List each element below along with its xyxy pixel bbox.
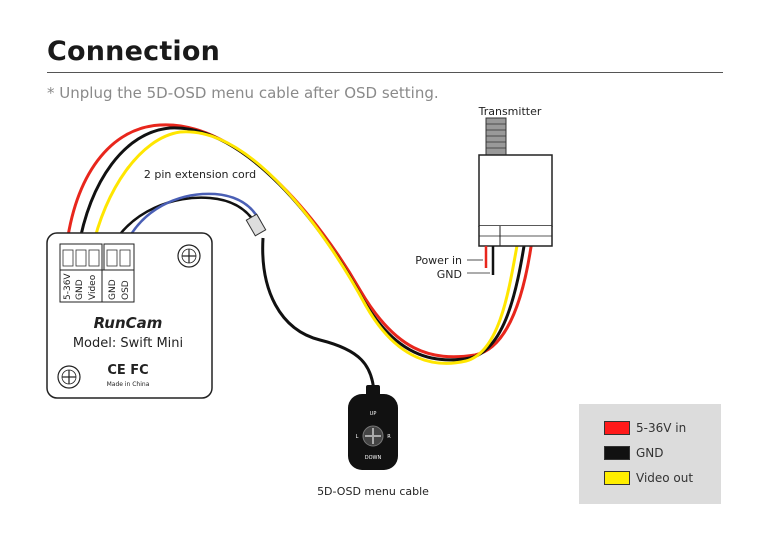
title-divider bbox=[47, 72, 723, 73]
transmitter-body bbox=[478, 154, 553, 227]
legend-item-power: 5-36V in bbox=[604, 419, 686, 437]
extension-cord-wires bbox=[108, 192, 376, 393]
osd-joystick: UP DOWN L R bbox=[348, 385, 398, 470]
camera-board: 5-36V GND Video GND OSD RunCam Model: Sw… bbox=[46, 232, 213, 399]
camera-brand-logo: RunCam bbox=[94, 314, 163, 332]
legend-swatch-red bbox=[604, 421, 630, 435]
pin-label-box bbox=[59, 269, 135, 303]
mount-screw-icon bbox=[177, 244, 201, 268]
mount-screw-icon bbox=[57, 365, 81, 389]
extension-connector bbox=[245, 213, 267, 237]
legend-swatch-yellow bbox=[604, 471, 630, 485]
transmitter bbox=[467, 117, 553, 275]
black-osd-gnd-wire bbox=[108, 196, 260, 251]
extension-cord-label: 2 pin extension cord bbox=[144, 168, 256, 181]
legend-swatch-black bbox=[604, 446, 630, 460]
legend-label-gnd: GND bbox=[636, 446, 664, 460]
joystick-up-label: UP bbox=[370, 411, 377, 417]
yellow-video-wire bbox=[90, 130, 520, 365]
joystick-right-label: R bbox=[387, 434, 391, 440]
page-title: Connection bbox=[47, 36, 221, 67]
menu-cable-wire bbox=[261, 237, 376, 393]
red-power-wire bbox=[64, 123, 534, 359]
setup-note: * Unplug the 5D-OSD menu cable after OSD… bbox=[47, 84, 439, 102]
pin-label-5-36v: 5-36V bbox=[63, 273, 73, 300]
legend-item-gnd: GND bbox=[604, 444, 664, 462]
wire-color-legend: 5-36V in GND Video out bbox=[579, 404, 721, 504]
legend-label-video: Video out bbox=[636, 471, 694, 485]
camera-model: Model: Swift Mini bbox=[73, 336, 183, 351]
pin-label-osd-gnd: GND bbox=[108, 279, 118, 300]
legend-label-power: 5-36V in bbox=[636, 421, 687, 435]
made-in-label: Made in China bbox=[107, 381, 150, 388]
pin-label-gnd: GND bbox=[75, 279, 85, 300]
blue-osd-wire bbox=[121, 192, 264, 251]
menu-cable-label: 5D-OSD menu cable bbox=[317, 485, 429, 498]
legend-item-video: Video out bbox=[604, 469, 693, 487]
pin-label-osd: OSD bbox=[121, 280, 131, 300]
joystick-down-label: DOWN bbox=[365, 455, 382, 461]
power-in-label: Power in bbox=[415, 254, 462, 267]
pin-label-video: Video bbox=[88, 274, 98, 300]
certification-marks: CE FC bbox=[107, 363, 148, 378]
camera-to-transmitter-wires bbox=[64, 123, 534, 365]
joystick-left-label: L bbox=[356, 434, 359, 440]
gnd-label: GND bbox=[437, 268, 462, 281]
transmitter-label: Transmitter bbox=[478, 105, 542, 118]
